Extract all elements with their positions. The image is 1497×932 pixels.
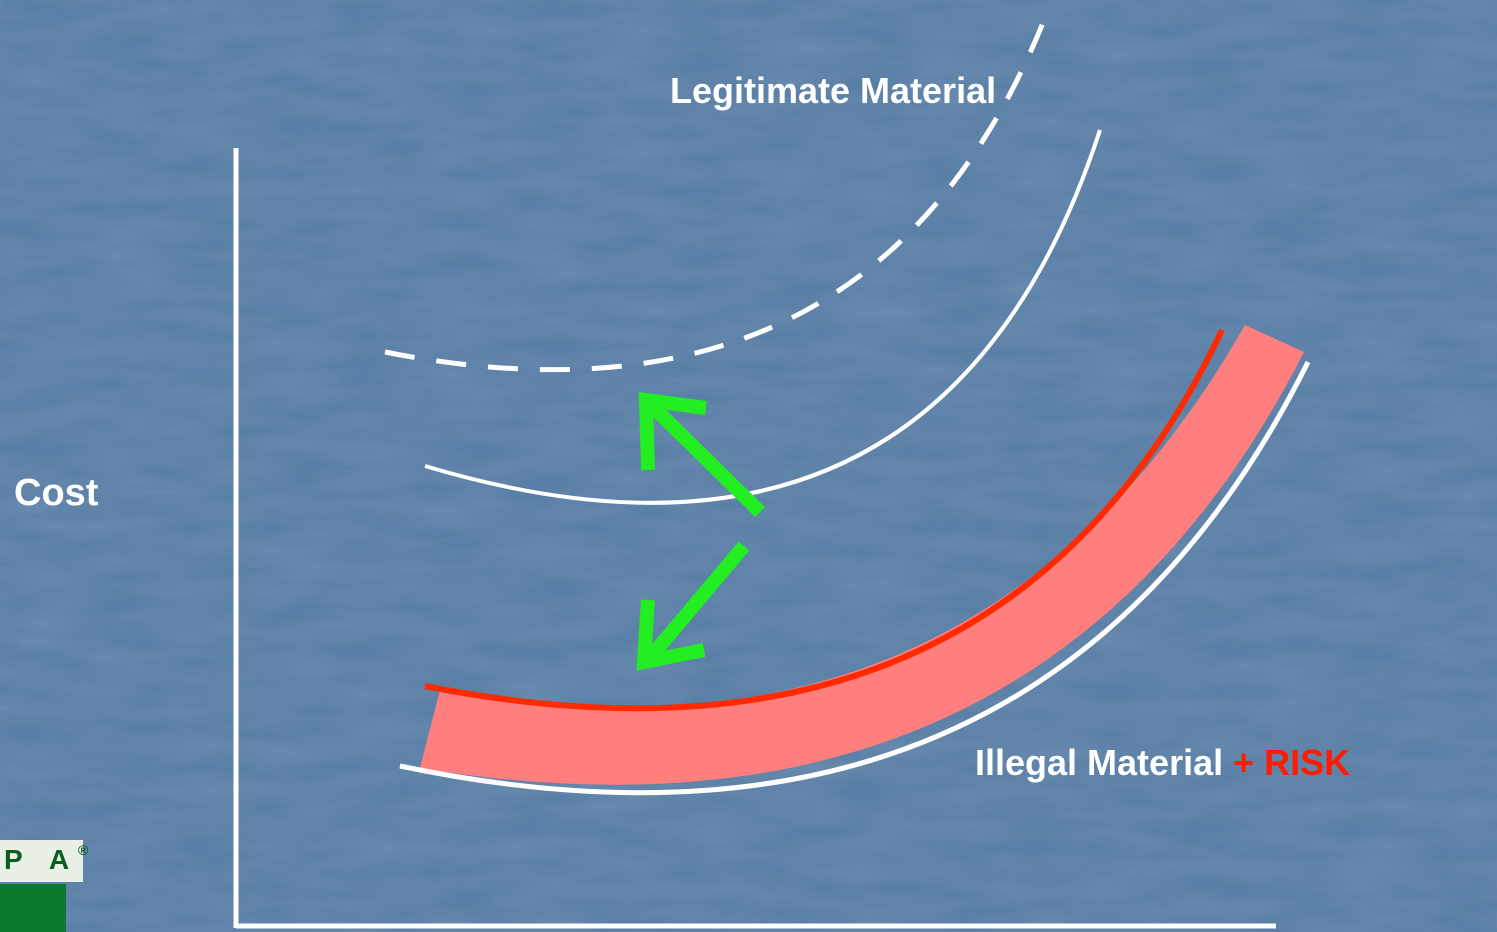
illegal-material-curve xyxy=(399,360,1311,796)
arrow-down-left xyxy=(636,541,750,671)
logo-text: P A xyxy=(0,840,84,882)
y-axis-label: Cost xyxy=(14,472,99,514)
arrow-up-left xyxy=(638,391,765,517)
illegal-band-top-edge xyxy=(424,328,1225,712)
risk-label: + RISK xyxy=(1233,742,1351,783)
illegal-material-label: Illegal Material + RISK xyxy=(975,742,1350,784)
legitimate-shifted-dashed-curve xyxy=(384,4,1053,373)
illegal-material-text: Illegal Material xyxy=(975,742,1224,783)
legitimate-material-curve xyxy=(424,129,1102,505)
logo: P A ® xyxy=(0,840,92,932)
logo-green-block xyxy=(0,884,66,932)
illegal-risk-band xyxy=(420,325,1304,785)
legitimate-material-label: Legitimate Material xyxy=(670,70,997,111)
registered-mark: ® xyxy=(78,842,89,858)
